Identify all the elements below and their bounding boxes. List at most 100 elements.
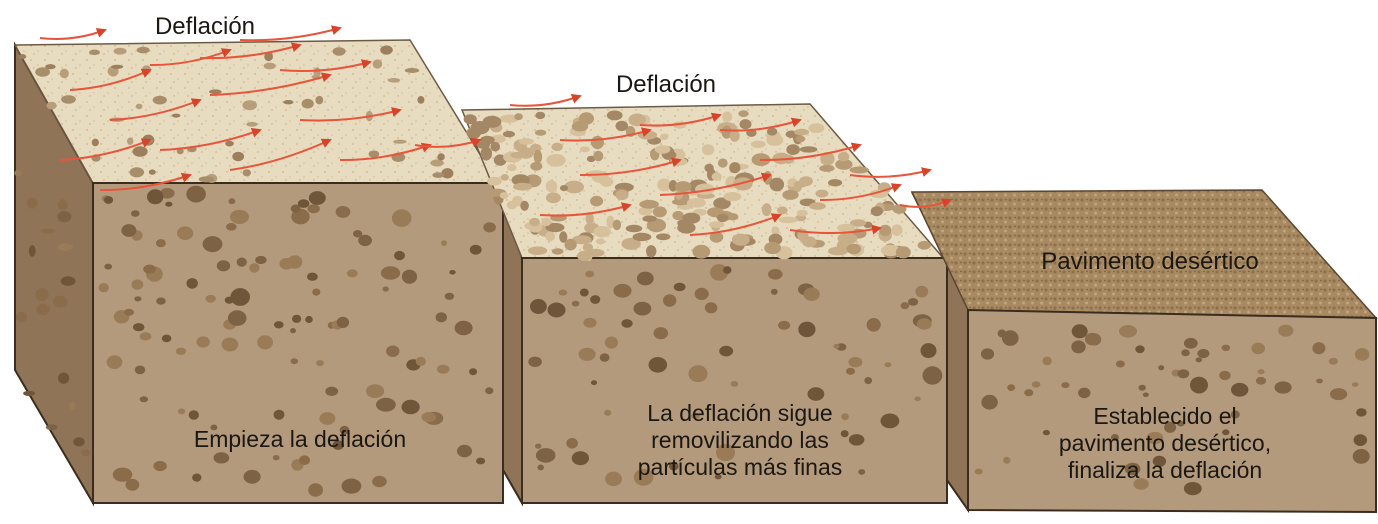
soil-pebble — [192, 474, 201, 482]
soil-pebble — [274, 410, 285, 420]
surface-grain — [417, 96, 424, 104]
surface-gravel — [727, 213, 738, 220]
deflation-label-2: Deflación — [586, 71, 746, 99]
soil-pebble — [436, 312, 447, 322]
surface-grain — [46, 102, 56, 110]
surface-grain — [127, 138, 133, 145]
soil-pebble — [104, 264, 112, 270]
soil-pebble — [914, 397, 920, 402]
soil-pebble — [73, 437, 84, 446]
surface-gravel — [709, 221, 725, 228]
surface-gravel — [616, 121, 629, 131]
surface-grain — [172, 114, 181, 118]
soil-pebble — [637, 272, 654, 286]
surface-gravel — [800, 146, 818, 152]
soil-pebble — [140, 396, 148, 402]
soil-pebble — [1119, 325, 1137, 338]
surface-gravel — [764, 242, 781, 254]
soil-pebble — [476, 458, 485, 465]
soil-pebble — [1116, 360, 1125, 367]
surface-gravel — [633, 233, 652, 241]
soil-pebble — [535, 444, 541, 449]
soil-pebble — [308, 204, 320, 213]
soil-pebble — [455, 321, 473, 336]
surface-gravel — [487, 177, 502, 186]
surface-gravel — [797, 210, 808, 217]
surface-gravel — [732, 234, 750, 246]
soil-pebble — [1258, 369, 1265, 374]
surface-gravel — [655, 145, 671, 154]
soil-pebble — [46, 424, 58, 430]
soil-pebble — [376, 398, 396, 412]
deflation-label-1: Deflación — [120, 13, 290, 41]
soil-pebble — [337, 317, 349, 328]
soil-pebble — [121, 224, 136, 237]
block-1-front-face — [93, 183, 503, 503]
soil-pebble — [600, 353, 610, 361]
surface-gravel — [837, 233, 857, 245]
surface-gravel — [520, 201, 529, 211]
soil-pebble — [915, 286, 928, 298]
soil-pebble — [469, 368, 477, 375]
soil-pebble — [229, 198, 236, 204]
soil-pebble — [864, 377, 872, 384]
soil-pebble — [1355, 348, 1369, 361]
surface-grain — [137, 47, 150, 54]
soil-pebble — [290, 328, 296, 333]
soil-pebble — [353, 230, 362, 237]
surface-gravel — [815, 190, 828, 198]
surface-gravel — [572, 121, 588, 131]
soil-pebble — [572, 301, 580, 307]
soil-pebble — [124, 309, 134, 316]
soil-pebble — [1278, 325, 1293, 337]
soil-pebble — [998, 329, 1007, 337]
soil-pebble — [255, 256, 266, 264]
surface-gravel — [682, 213, 700, 224]
soil-pebble — [1222, 345, 1231, 351]
surface-gravel — [500, 192, 509, 199]
soil-pebble — [1196, 357, 1203, 362]
soil-pebble — [203, 236, 223, 252]
block-3-caption-line: Establecido el — [990, 403, 1340, 430]
soil-pebble — [537, 465, 544, 471]
soil-pebble — [695, 288, 709, 300]
soil-pebble — [449, 270, 455, 275]
soil-pebble — [441, 240, 447, 246]
soil-pebble — [226, 223, 237, 231]
soil-pebble — [674, 283, 686, 291]
soil-pebble — [483, 222, 496, 232]
soil-pebble — [392, 209, 412, 227]
soil-pebble — [61, 276, 76, 286]
soil-pebble — [58, 243, 73, 250]
soil-pebble — [288, 255, 303, 269]
soil-pebble — [778, 321, 790, 330]
block-1-caption: Empieza la deflación — [130, 426, 470, 453]
surface-grain — [432, 172, 444, 178]
surface-gravel — [828, 179, 842, 186]
surface-gravel — [879, 225, 891, 236]
block-3-caption-line: finaliza la deflación — [990, 457, 1340, 484]
block-2-caption-line: removilizando las — [565, 427, 915, 454]
surface-grain — [136, 104, 143, 110]
surface-grain — [380, 45, 393, 54]
soil-pebble — [634, 302, 652, 316]
desert-pavement-label: Pavimento desértico — [985, 248, 1315, 276]
soil-pebble — [316, 360, 324, 366]
soil-pebble — [134, 296, 141, 301]
surface-gravel — [607, 111, 623, 121]
soil-pebble — [649, 357, 668, 373]
surface-gravel — [740, 119, 752, 129]
soil-pebble — [723, 266, 731, 274]
surface-gravel — [678, 222, 696, 233]
surface-grain — [149, 169, 156, 174]
surface-gravel — [847, 244, 861, 255]
soil-pebble — [663, 294, 676, 307]
surface-gravel — [729, 162, 740, 173]
soil-pebble — [1316, 379, 1323, 384]
soil-pebble — [41, 229, 56, 234]
soil-pebble — [975, 469, 983, 475]
soil-pebble — [768, 269, 783, 280]
surface-grain — [373, 59, 383, 68]
soil-pebble — [147, 189, 163, 204]
soil-pebble — [206, 295, 216, 303]
